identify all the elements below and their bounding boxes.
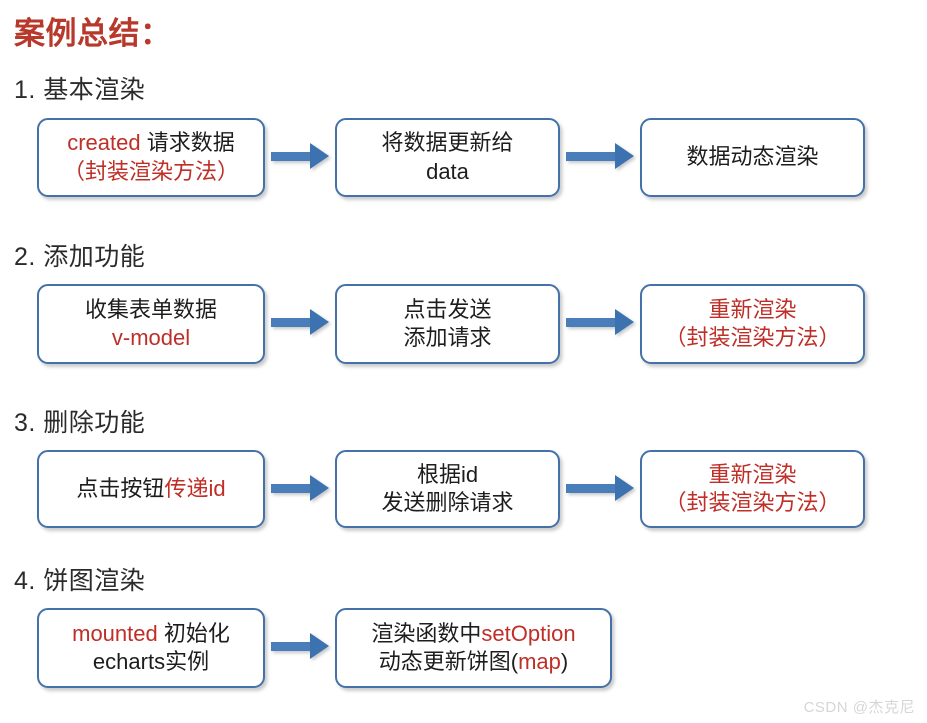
arrow-head-icon bbox=[310, 633, 329, 659]
arrow-head-icon bbox=[310, 475, 329, 501]
flow-box-line: 动态更新饼图(map) bbox=[379, 648, 568, 676]
arrow-head-icon bbox=[615, 309, 634, 335]
arrow-head-icon bbox=[615, 475, 634, 501]
text-segment: data bbox=[426, 158, 469, 184]
text-segment: 渲染函数中 bbox=[371, 620, 482, 646]
flow-box-line: 点击按钮传递id bbox=[76, 475, 225, 503]
text-segment: 发送删除请求 bbox=[381, 490, 514, 515]
flow-arrow-r2-1 bbox=[271, 307, 329, 337]
flow-box-r3-c1: 点击按钮传递id bbox=[37, 450, 265, 528]
flow-arrow-r1-2 bbox=[566, 141, 634, 171]
flow-box-line: （封装渲染方法） bbox=[63, 158, 239, 186]
section-heading-1: 1. 基本渲染 bbox=[14, 76, 146, 104]
arrow-shaft bbox=[271, 317, 310, 327]
flow-arrow-r1-1 bbox=[271, 141, 329, 171]
flow-box-line: 根据id bbox=[417, 461, 478, 489]
flow-box-line: 发送删除请求 bbox=[381, 489, 513, 517]
arrow-shaft bbox=[566, 151, 615, 161]
text-segment: 初始化 bbox=[157, 620, 230, 646]
text-segment: 点击按钮 bbox=[76, 475, 165, 501]
text-segment: 点击发送 bbox=[403, 296, 492, 322]
flow-box-line: 将数据更新给 bbox=[381, 129, 513, 157]
flow-box-line: 重新渲染 bbox=[708, 461, 796, 489]
flow-box-r1-c1: created 请求数据（封装渲染方法） bbox=[37, 118, 265, 197]
flow-arrow-r3-2 bbox=[566, 473, 634, 503]
text-segment: 数据动态渲染 bbox=[686, 144, 819, 170]
flow-box-r3-c3: 重新渲染 （封装渲染方法） bbox=[640, 450, 865, 528]
text-segment: 请求数据 bbox=[140, 130, 235, 156]
arrow-shaft bbox=[271, 483, 310, 493]
flow-box-line: （封装渲染方法） bbox=[664, 324, 840, 352]
text-segment: （封装渲染方法） bbox=[664, 490, 841, 515]
text-segment: echarts实例 bbox=[92, 649, 210, 674]
flow-box-line: 点击发送 bbox=[403, 296, 491, 324]
watermark: CSDN @杰克尼 bbox=[803, 699, 915, 716]
arrow-shaft bbox=[271, 641, 310, 651]
text-segment: mounted bbox=[72, 620, 158, 646]
page-title: 案例总结： bbox=[14, 16, 172, 51]
text-segment: （封装渲染方法） bbox=[62, 158, 239, 184]
section-heading-4: 4. 饼图渲染 bbox=[14, 567, 146, 595]
flow-box-r2-c3: 重新渲染 （封装渲染方法） bbox=[640, 284, 865, 364]
flow-box-r2-c1: 收集表单数据 v-model bbox=[37, 284, 265, 364]
flow-box-line: echarts实例 bbox=[93, 648, 209, 676]
flow-box-r1-c3: 数据动态渲染 bbox=[640, 118, 865, 197]
section-heading-3: 3. 删除功能 bbox=[14, 409, 146, 437]
text-segment: v-model bbox=[111, 325, 191, 350]
flow-box-line: 渲染函数中setOption bbox=[371, 620, 575, 648]
text-segment: setOption bbox=[481, 620, 576, 646]
flow-arrow-r2-2 bbox=[566, 307, 634, 337]
text-segment: 重新渲染 bbox=[708, 461, 797, 487]
text-segment: 动态更新饼图( bbox=[378, 649, 519, 674]
flow-box-line: 重新渲染 bbox=[708, 296, 796, 324]
flow-box-r3-c2: 根据id 发送删除请求 bbox=[335, 450, 560, 528]
flow-box-r2-c2: 点击发送添加请求 bbox=[335, 284, 560, 364]
flow-box-line: （封装渲染方法） bbox=[664, 489, 840, 517]
flow-box-line: created 请求数据 bbox=[67, 129, 235, 157]
text-segment: 将数据更新给 bbox=[381, 130, 514, 156]
text-segment: 收集表单数据 bbox=[84, 296, 217, 322]
text-segment: 传递id bbox=[164, 475, 226, 501]
arrow-shaft bbox=[566, 317, 615, 327]
arrow-head-icon bbox=[615, 143, 634, 169]
text-segment: ) bbox=[560, 649, 569, 674]
text-segment: （封装渲染方法） bbox=[664, 325, 841, 350]
text-segment: 重新渲染 bbox=[708, 296, 797, 322]
flow-box-line: 数据动态渲染 bbox=[686, 143, 818, 171]
flow-box-line: v-model bbox=[112, 324, 190, 352]
flow-box-line: mounted 初始化 bbox=[72, 620, 230, 648]
text-segment: 根据id bbox=[416, 461, 479, 487]
flow-box-line: 收集表单数据 bbox=[85, 296, 217, 324]
flow-box-line: 添加请求 bbox=[403, 324, 491, 352]
flow-box-line: data bbox=[426, 158, 469, 186]
flow-arrow-r3-1 bbox=[271, 473, 329, 503]
text-segment: 添加请求 bbox=[403, 325, 492, 350]
section-heading-2: 2. 添加功能 bbox=[14, 243, 146, 271]
flow-arrow-r4-1 bbox=[271, 631, 329, 661]
arrow-shaft bbox=[566, 483, 615, 493]
text-segment: created bbox=[67, 130, 141, 156]
arrow-head-icon bbox=[310, 309, 329, 335]
arrow-head-icon bbox=[310, 143, 329, 169]
arrow-shaft bbox=[271, 151, 310, 161]
text-segment: map bbox=[518, 649, 561, 674]
